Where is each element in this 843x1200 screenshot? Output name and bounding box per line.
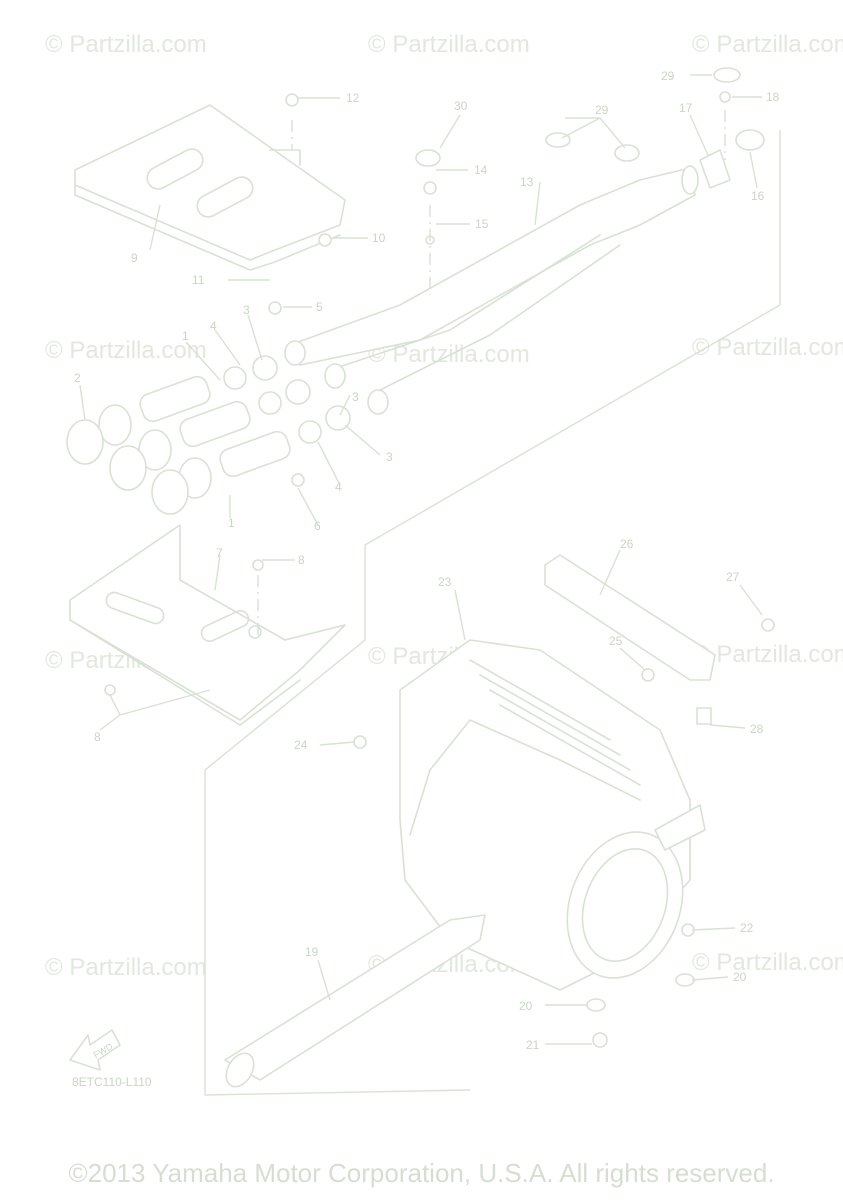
callout: 18	[766, 90, 780, 104]
callout: 3	[352, 390, 359, 404]
diagram-code: 8ETC110-L110	[72, 1075, 152, 1089]
callout: 1	[228, 516, 235, 530]
callout: 16	[751, 189, 765, 203]
heat-protector-upper	[74, 104, 346, 271]
watermark: © Partzilla.com	[45, 954, 207, 981]
watermark: © Partzilla.com	[692, 31, 843, 58]
callout: 27	[726, 570, 740, 584]
leader-lines	[79, 74, 763, 1045]
watermark: © Partzilla.com	[692, 949, 843, 976]
callout: 22	[740, 921, 754, 935]
watermark: © Partzilla.com	[45, 31, 207, 58]
callout: 26	[620, 537, 634, 551]
watermark: © Partzilla.com	[692, 334, 843, 361]
callout: 14	[474, 163, 488, 177]
group-boundary-line	[204, 130, 781, 1096]
callout: 24	[294, 738, 308, 752]
callout: 15	[475, 217, 489, 231]
callout: 1	[182, 329, 189, 343]
callout: 4	[210, 319, 217, 333]
callout: 9	[131, 251, 138, 265]
callout-numbers: 12 10 11 5 3 4 1 2 3 3 4 6 1 9 30 29 29 …	[74, 69, 780, 1052]
callout: 20	[733, 970, 747, 984]
callout: 6	[314, 519, 321, 533]
watermark: © Partzilla.com	[45, 337, 207, 364]
callout: 3	[386, 450, 393, 464]
heat-protector-lower	[69, 524, 346, 726]
exhaust-joints	[66, 355, 351, 515]
tail-pipe	[224, 914, 486, 1088]
callout: 30	[454, 99, 468, 113]
callout: 13	[520, 175, 534, 189]
copyright-notice: ©2013 Yamaha Motor Corporation, U.S.A. A…	[68, 1158, 775, 1188]
watermark: © Partzilla.com	[368, 31, 530, 58]
watermark: © Partzilla.com	[692, 641, 843, 668]
callout: 8	[298, 553, 305, 567]
callout: 29	[595, 103, 609, 117]
muffler	[399, 639, 706, 991]
exhaust-pipe-assembly	[284, 165, 699, 415]
callout: 23	[438, 575, 452, 589]
muffler-bracket	[544, 554, 716, 681]
fasteners	[104, 67, 775, 1048]
callout: 3	[243, 303, 250, 317]
callout: 2	[74, 371, 81, 385]
callout: 4	[335, 480, 342, 494]
callout: 25	[609, 634, 623, 648]
callout: 20	[519, 999, 533, 1013]
fwd-arrow-icon: FWD	[69, 1029, 121, 1071]
callout: 10	[372, 231, 386, 245]
centre-lines	[257, 110, 726, 640]
callout: 11	[192, 273, 205, 287]
callout: 12	[346, 91, 360, 105]
callout: 7	[216, 546, 223, 560]
callout: 8	[94, 730, 101, 744]
callout: 19	[305, 945, 319, 959]
callout: 28	[750, 722, 764, 736]
callout: 29	[661, 69, 675, 83]
callout: 17	[679, 101, 693, 115]
callout: 5	[316, 300, 323, 314]
callout: 21	[526, 1038, 540, 1052]
